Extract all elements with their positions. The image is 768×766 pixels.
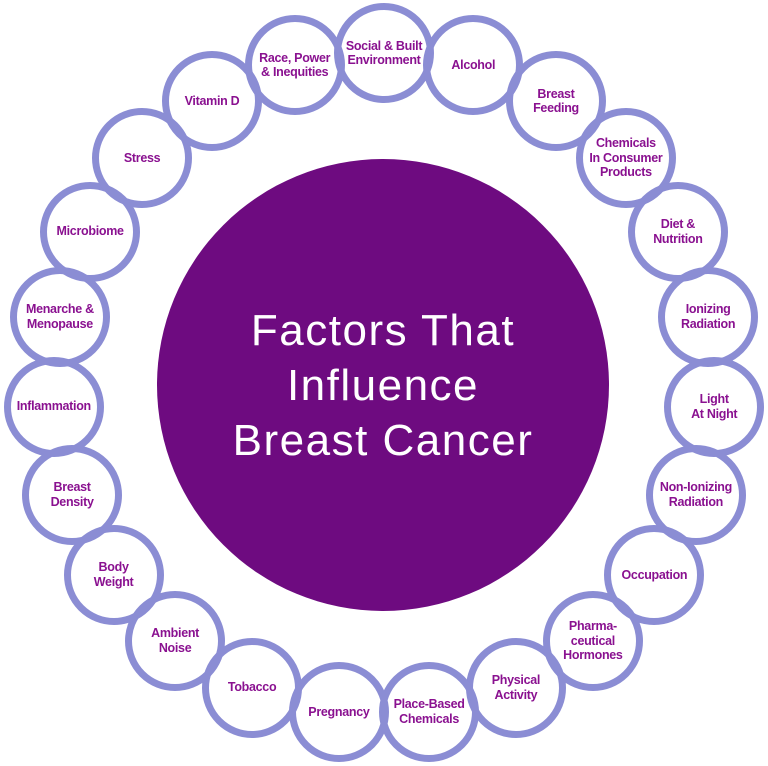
factor-label-line: In Consumer xyxy=(589,150,663,165)
factor-label-line: Menarche & xyxy=(25,302,94,317)
factor-label-line: Non-Ionizing xyxy=(659,480,732,495)
factor-label-line: Radiation xyxy=(680,316,736,331)
center-title-line-3: Breast Cancer xyxy=(232,415,534,465)
factor-label-tobacco: Tobacco xyxy=(227,680,277,695)
factor-label-line: Inflammation xyxy=(16,399,91,414)
factor-label-line: & Inequities xyxy=(261,65,329,80)
factor-label-line: Race, Power xyxy=(259,50,331,65)
factor-label-line: Menopause xyxy=(26,316,93,331)
factor-label-pregnancy: Pregnancy xyxy=(308,704,370,720)
factor-circle-microbiome: Microbiome xyxy=(40,181,141,282)
factor-label-line: Microbiome xyxy=(56,224,124,239)
factor-circle-vitamin-d: Vitamin D xyxy=(162,51,262,152)
factor-label-line: Hormones xyxy=(563,648,623,663)
factor-label-line: ceutical xyxy=(570,633,615,648)
factor-circle-occupation: Occupation xyxy=(604,524,705,625)
factor-circle-stress: Stress xyxy=(92,108,193,209)
factor-label-line: At Night xyxy=(691,406,738,421)
center-hub-circle: Factors That Influence Breast Cancer xyxy=(157,159,609,611)
factor-label-line: Breast xyxy=(53,480,91,495)
factor-label-line: Density xyxy=(50,494,94,509)
factor-label-inflammation: Inflammation xyxy=(17,399,91,414)
factor-label-line: Vitamin D xyxy=(184,93,240,108)
center-title-line-1: Factors That xyxy=(250,305,516,355)
factor-label-line: Chemicals xyxy=(595,136,656,151)
factor-label-diet-nutrition: Diet &Nutrition xyxy=(653,217,703,246)
factor-label-line: Diet & xyxy=(660,217,696,232)
factor-label-stress: Stress xyxy=(123,150,161,166)
factor-label-line: Social & Built xyxy=(345,38,423,53)
factor-label-line: Feeding xyxy=(533,101,579,116)
factor-label-alcohol: Alcohol xyxy=(451,58,495,73)
factor-label-line: Radiation xyxy=(668,494,724,509)
factor-label-line: Breast xyxy=(537,86,575,101)
factor-circle-inflammation: Inflammation xyxy=(3,356,104,457)
factor-label-line: Nutrition xyxy=(653,231,703,246)
factor-circle-menarche-menopause: Menarche &Menopause xyxy=(9,266,110,367)
factor-label-microbiome: Microbiome xyxy=(57,224,124,239)
factor-label-line: Noise xyxy=(158,640,192,655)
factor-label-occupation: Occupation xyxy=(622,568,688,583)
factor-circle-tobacco: Tobacco xyxy=(202,637,303,738)
center-title-line-2: Influence xyxy=(286,360,480,410)
factor-label-line: Alcohol xyxy=(451,58,496,73)
factor-label-line: Activity xyxy=(494,687,538,702)
factor-label-line: Ionizing xyxy=(685,302,731,317)
factor-label-line: Light xyxy=(699,392,729,407)
factor-label-line: Stress xyxy=(123,150,161,165)
factor-label-line: Environment xyxy=(347,53,421,67)
factor-label-race-power-inequities: Race, Power& Inequities xyxy=(259,51,330,80)
factor-circle-race-power-inequities: Race, Power& Inequities xyxy=(244,15,345,116)
factor-label-line: Products xyxy=(599,165,652,180)
factor-circle-pregnancy: Pregnancy xyxy=(288,661,389,762)
factor-label-line: Pregnancy xyxy=(308,704,370,719)
factor-label-line: Occupation xyxy=(621,567,688,582)
factor-label-line: Tobacco xyxy=(227,680,277,695)
factor-label-line: Ambient xyxy=(151,626,200,641)
factor-label-line: Place-Based xyxy=(393,697,465,712)
factor-label-line: Chemicals xyxy=(399,711,460,726)
factor-label-line: Body xyxy=(98,560,129,575)
factor-label-line: Pharma- xyxy=(568,619,617,634)
factor-label-line: Weight xyxy=(93,574,134,589)
factor-label-menarche-menopause: Menarche &Menopause xyxy=(26,302,94,331)
factor-label-vitamin-d: Vitamin D xyxy=(185,94,240,109)
factor-label-line: Physical xyxy=(491,673,541,688)
